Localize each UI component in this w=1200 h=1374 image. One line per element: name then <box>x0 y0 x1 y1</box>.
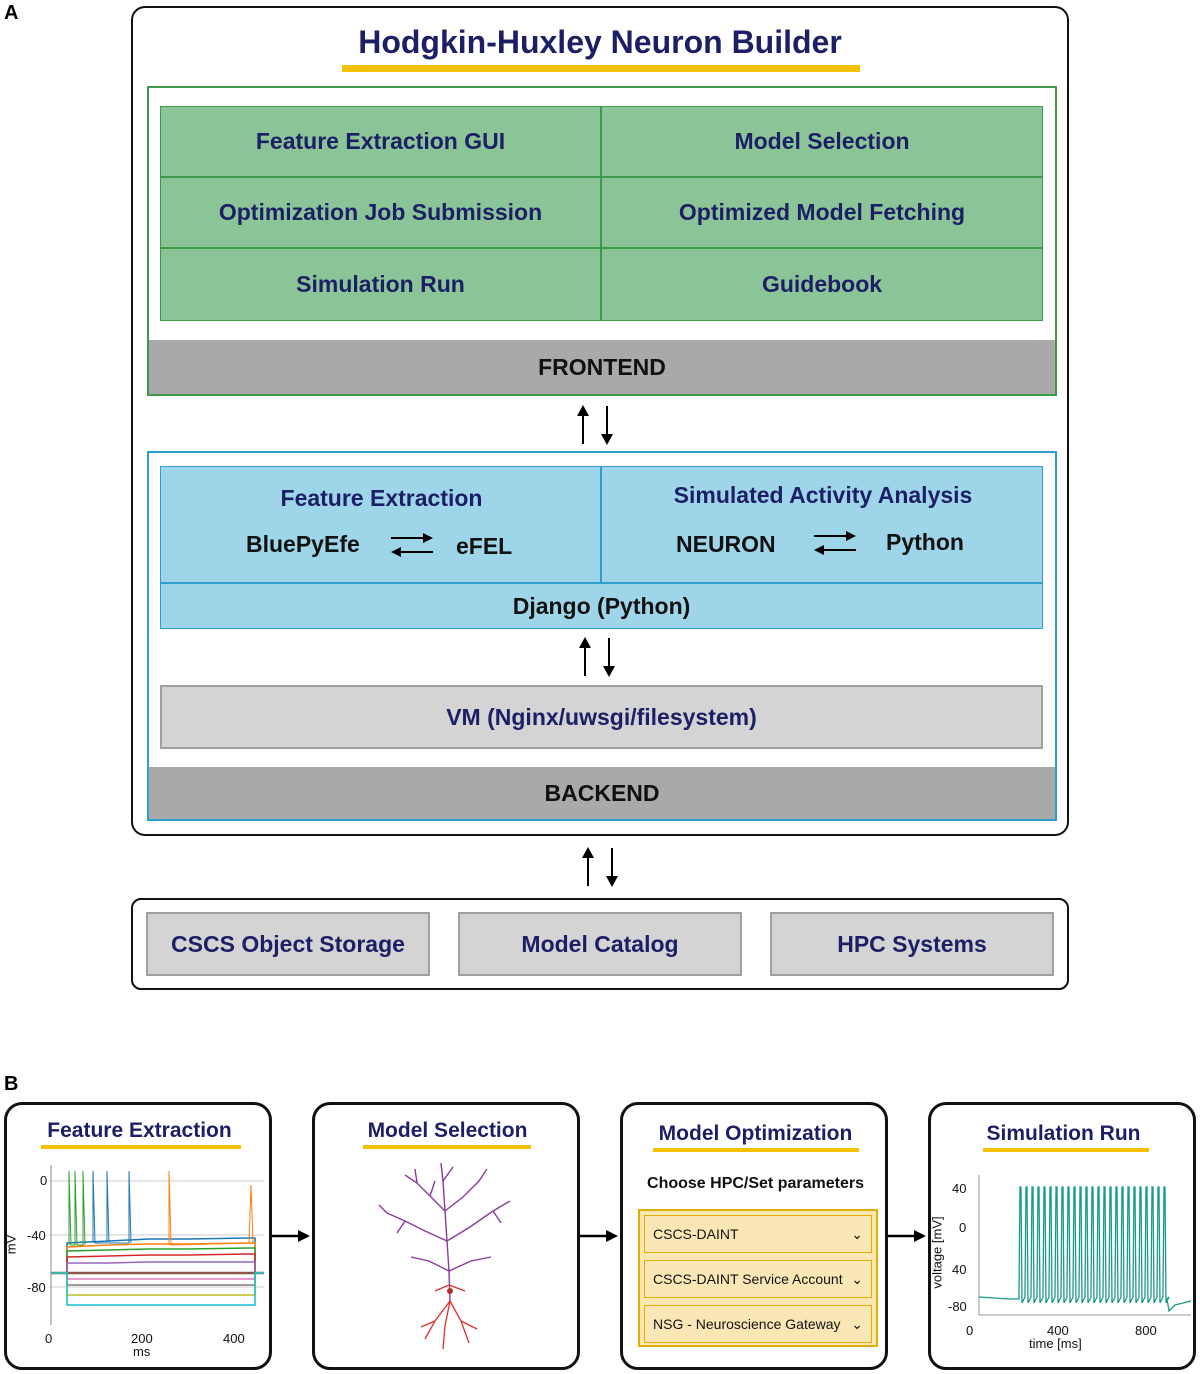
feature-extraction-card-title: Feature Extraction <box>47 1119 232 1142</box>
arrow-right-icon <box>888 1230 926 1242</box>
sim-ylabel: voltage [mV] <box>929 1216 945 1289</box>
activity-analysis-cell[interactable]: Simulated Activity Analysis NEURON Pytho… <box>601 466 1043 583</box>
exchange-arrows-icon <box>814 531 856 555</box>
arrow-down-icon <box>606 848 618 887</box>
workflow-card-model-optimization[interactable]: Model Optimization Choose HPC/Set parame… <box>620 1102 888 1370</box>
activity-analysis-title: Simulated Activity Analysis <box>673 482 973 508</box>
hpc-systems[interactable]: HPC Systems <box>770 912 1054 976</box>
frontend-cell-guidebook[interactable]: Guidebook <box>601 248 1043 321</box>
feature-extraction-cell[interactable]: Feature Extraction BluePyEfe eFEL <box>160 466 601 583</box>
sim-ytick-1: 0 <box>959 1220 967 1235</box>
hpc-option-label: CSCS-DAINT <box>653 1226 739 1242</box>
title-underline <box>983 1148 1149 1152</box>
hpc-options-list: CSCS-DAINT ⌄ CSCS-DAINT Service Account … <box>638 1209 878 1347</box>
feature-extraction-title: Feature Extraction <box>280 485 483 511</box>
arrow-right-icon <box>580 1230 618 1242</box>
frontend-cell-feature-extraction-gui[interactable]: Feature Extraction GUI <box>160 106 601 177</box>
sim-ytick-3: -80 <box>948 1299 967 1314</box>
arrow-up-icon <box>582 847 594 886</box>
title-underline <box>363 1145 531 1149</box>
page-title: Hodgkin-Huxley Neuron Builder <box>358 24 842 60</box>
model-selection-card-title: Model Selection <box>367 1119 528 1142</box>
sim-ytick-2: 40 <box>952 1262 967 1277</box>
cscs-object-storage[interactable]: CSCS Object Storage <box>146 912 430 976</box>
fe-ytick-1: -40 <box>27 1228 46 1243</box>
sim-xtick-2: 800 <box>1135 1323 1157 1338</box>
backend-box: Feature Extraction BluePyEfe eFEL Simula… <box>147 451 1057 821</box>
model-catalog[interactable]: Model Catalog <box>458 912 742 976</box>
chevron-down-icon: ⌄ <box>851 1315 863 1332</box>
frontend-cell-simulation-run[interactable]: Simulation Run <box>160 248 601 321</box>
efel-label: eFEL <box>456 533 513 559</box>
hpc-option-label: CSCS-DAINT Service Account <box>653 1271 843 1287</box>
chevron-down-icon: ⌄ <box>851 1270 863 1287</box>
backend-label: BACKEND <box>149 767 1055 819</box>
neuron-morphology-icon <box>378 1162 511 1350</box>
simulation-trace <box>978 1175 1192 1316</box>
sim-xlabel: time [ms] <box>1029 1336 1082 1351</box>
workflow-card-model-selection[interactable]: Model Selection <box>312 1102 580 1370</box>
arrow-right-icon <box>272 1230 310 1242</box>
frontend-box: Feature Extraction GUI Model Selection O… <box>147 86 1057 396</box>
workflow-card-feature-extraction[interactable]: Feature Extraction mV 0 -40 -80 0 200 40… <box>3 1102 272 1370</box>
arrow-up-icon <box>577 405 589 444</box>
sim-xtick-1: 400 <box>1047 1323 1069 1338</box>
fe-xlabel: ms <box>133 1344 151 1359</box>
arrow-down-icon <box>601 406 613 445</box>
hpc-option-cscs-daint[interactable]: CSCS-DAINT ⌄ <box>644 1215 872 1253</box>
chevron-down-icon: ⌄ <box>851 1225 863 1242</box>
hpc-option-label: NSG - Neuroscience Gateway <box>653 1316 841 1332</box>
external-services-box: CSCS Object Storage Model Catalog HPC Sy… <box>131 898 1069 990</box>
sim-xtick-0: 0 <box>966 1323 974 1338</box>
fe-xtick-0: 0 <box>45 1331 53 1346</box>
exchange-arrows-icon <box>391 533 433 557</box>
fe-ytick-2: -80 <box>27 1280 46 1295</box>
voltage-trace-line <box>978 1186 1192 1313</box>
django-label: Django (Python) <box>512 592 691 619</box>
neuron-builder-box: Hodgkin-Huxley Neuron Builder Feature Ex… <box>131 6 1069 836</box>
hpc-option-cscs-daint-service[interactable]: CSCS-DAINT Service Account ⌄ <box>644 1260 872 1298</box>
fe-xtick-2: 400 <box>223 1331 245 1346</box>
arrows-frontend-backend <box>577 405 613 445</box>
title-underline <box>653 1148 859 1152</box>
model-optimization-card-title: Model Optimization <box>658 1122 853 1145</box>
arrows-builder-external <box>582 847 618 887</box>
bluepyefe-label: BluePyEfe <box>246 531 360 557</box>
arrow-up-icon <box>579 637 591 676</box>
workflow-card-simulation-run[interactable]: Simulation Run voltage [mV] 40 0 40 -80 … <box>928 1102 1196 1370</box>
python-label: Python <box>886 529 964 555</box>
frontend-cell-optimized-model-fetching[interactable]: Optimized Model Fetching <box>601 177 1043 248</box>
frontend-label: FRONTEND <box>149 340 1055 394</box>
neuron-label: NEURON <box>676 531 776 557</box>
panel-b-label: B <box>4 1073 19 1095</box>
vm-bar[interactable]: VM (Nginx/uwsgi/filesystem) <box>160 685 1043 749</box>
arrow-down-icon <box>603 638 615 677</box>
title-underline <box>342 65 860 72</box>
hpc-option-nsg[interactable]: NSG - Neuroscience Gateway ⌄ <box>644 1305 872 1343</box>
feature-extraction-traces <box>49 1165 264 1325</box>
voltage-traces <box>51 1170 264 1306</box>
arrows-django-vm <box>579 637 615 677</box>
frontend-cell-optimization-job-submission[interactable]: Optimization Job Submission <box>160 177 601 248</box>
fe-ytick-0: 0 <box>40 1173 48 1188</box>
hpc-subtitle: Choose HPC/Set parameters <box>647 1175 864 1192</box>
panel-a-label: A <box>4 2 19 24</box>
frontend-cell-model-selection[interactable]: Model Selection <box>601 106 1043 177</box>
sim-ytick-0: 40 <box>952 1181 967 1196</box>
title-underline <box>41 1145 241 1149</box>
simulation-run-card-title: Simulation Run <box>986 1122 1141 1145</box>
fe-xtick-1: 200 <box>131 1331 153 1346</box>
django-bar[interactable]: Django (Python) <box>160 583 1043 629</box>
fe-ylabel: mV <box>3 1234 19 1255</box>
